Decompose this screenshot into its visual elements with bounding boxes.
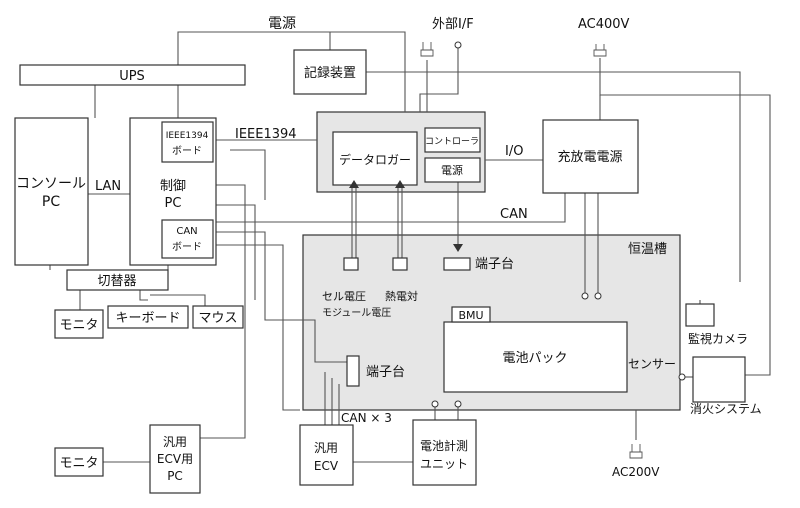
chamber-label: 恒温槽 <box>628 242 667 257</box>
power-top-label: 電源 <box>268 16 296 32</box>
bmu-label: BMU <box>458 309 483 322</box>
cell-connector <box>343 257 359 271</box>
battery-pack-box <box>443 321 628 393</box>
console-pc-label-1: コンソール <box>16 176 86 192</box>
ieee-line-label: IEEE1394 <box>235 127 297 142</box>
general-ecv-label-1: 汎用 <box>314 441 338 455</box>
battery-unit-box <box>412 419 477 486</box>
io-label: I/O <box>505 144 523 159</box>
sensor-label: センサー <box>628 357 676 371</box>
external-if-label: 外部I/F <box>432 17 474 32</box>
fire-system-label: 消火システム <box>690 402 762 416</box>
battery-pack-label: 電池パック <box>502 351 567 366</box>
general-pc-label-2: ECV用 <box>157 452 193 466</box>
wiring <box>49 31 771 463</box>
arrowheads <box>349 180 463 252</box>
console-pc-box <box>14 117 89 266</box>
terminal-mid-label: 端子台 <box>366 365 405 380</box>
mouse-label: マウス <box>198 311 237 326</box>
monitor-bottom-label: モニタ <box>59 456 98 471</box>
terminal-top-label: 端子台 <box>475 257 514 272</box>
general-pc-box <box>149 424 201 494</box>
control-pc-label-1: 制御 <box>160 179 186 194</box>
monitor-bottom-box <box>54 447 104 477</box>
switcher-label: 切替器 <box>97 274 136 289</box>
control-pc-label-2: PC <box>165 196 182 211</box>
console-pc-label-2: PC <box>42 194 60 210</box>
keyboard-box <box>107 305 189 329</box>
ac400-label: AC400V <box>578 17 630 32</box>
battery-unit-label-1: 電池計測 <box>420 438 468 453</box>
data-logger-label: データロガー <box>339 152 411 167</box>
battery-unit-label-2: ユニット <box>420 457 468 471</box>
general-ecv-label-2: ECV <box>314 459 339 473</box>
can-board-label-2: ボード <box>172 241 202 253</box>
can-x3-label: CAN × 3 <box>341 411 392 425</box>
monitor-left-box <box>54 309 104 339</box>
ups-label: UPS <box>119 69 145 84</box>
camera-box <box>685 303 715 327</box>
terminal-top-box <box>443 257 471 271</box>
cell-voltage-label: セル電圧 <box>322 290 366 303</box>
general-pc-label-1: 汎用 <box>163 435 187 449</box>
mouse-box <box>192 305 244 329</box>
general-ecv-box <box>299 424 354 486</box>
can-board-box <box>161 219 214 259</box>
recorder-box <box>293 49 367 95</box>
controller-box <box>424 127 481 153</box>
lan-label: LAN <box>95 179 121 194</box>
ieee-board-sub-label: ボード <box>172 145 202 157</box>
thermocouple-label: 熱電対 <box>385 289 418 303</box>
camera-label: 監視カメラ <box>688 331 748 346</box>
terminal-mid-box <box>346 355 360 387</box>
ieee-board-box <box>161 121 214 163</box>
keyboard-label: キーボード <box>115 311 180 326</box>
logger-power-label: 電源 <box>441 163 463 177</box>
ieee-board-label: IEEE1394 <box>166 131 209 141</box>
logger-power-box <box>424 157 481 183</box>
ac200-label: AC200V <box>612 465 660 479</box>
can-board-label-1: CAN <box>176 226 197 237</box>
monitor-left-label: モニタ <box>59 318 98 333</box>
recorder-label: 記録装置 <box>304 65 356 81</box>
ups-box <box>19 64 246 86</box>
switcher-box <box>66 269 169 291</box>
bmu-box <box>451 306 491 323</box>
general-pc-label-3: PC <box>167 469 183 483</box>
fire-system-box <box>692 356 746 403</box>
can-line-label: CAN <box>500 207 528 222</box>
plug-icons <box>420 41 686 459</box>
module-voltage-label: モジュール電圧 <box>322 307 391 319</box>
charger-box <box>542 119 639 194</box>
charger-label: 充放電電源 <box>557 149 622 165</box>
data-logger-box <box>332 131 418 186</box>
controller-label: コントローラ <box>425 136 479 147</box>
thermo-connector <box>392 257 408 271</box>
